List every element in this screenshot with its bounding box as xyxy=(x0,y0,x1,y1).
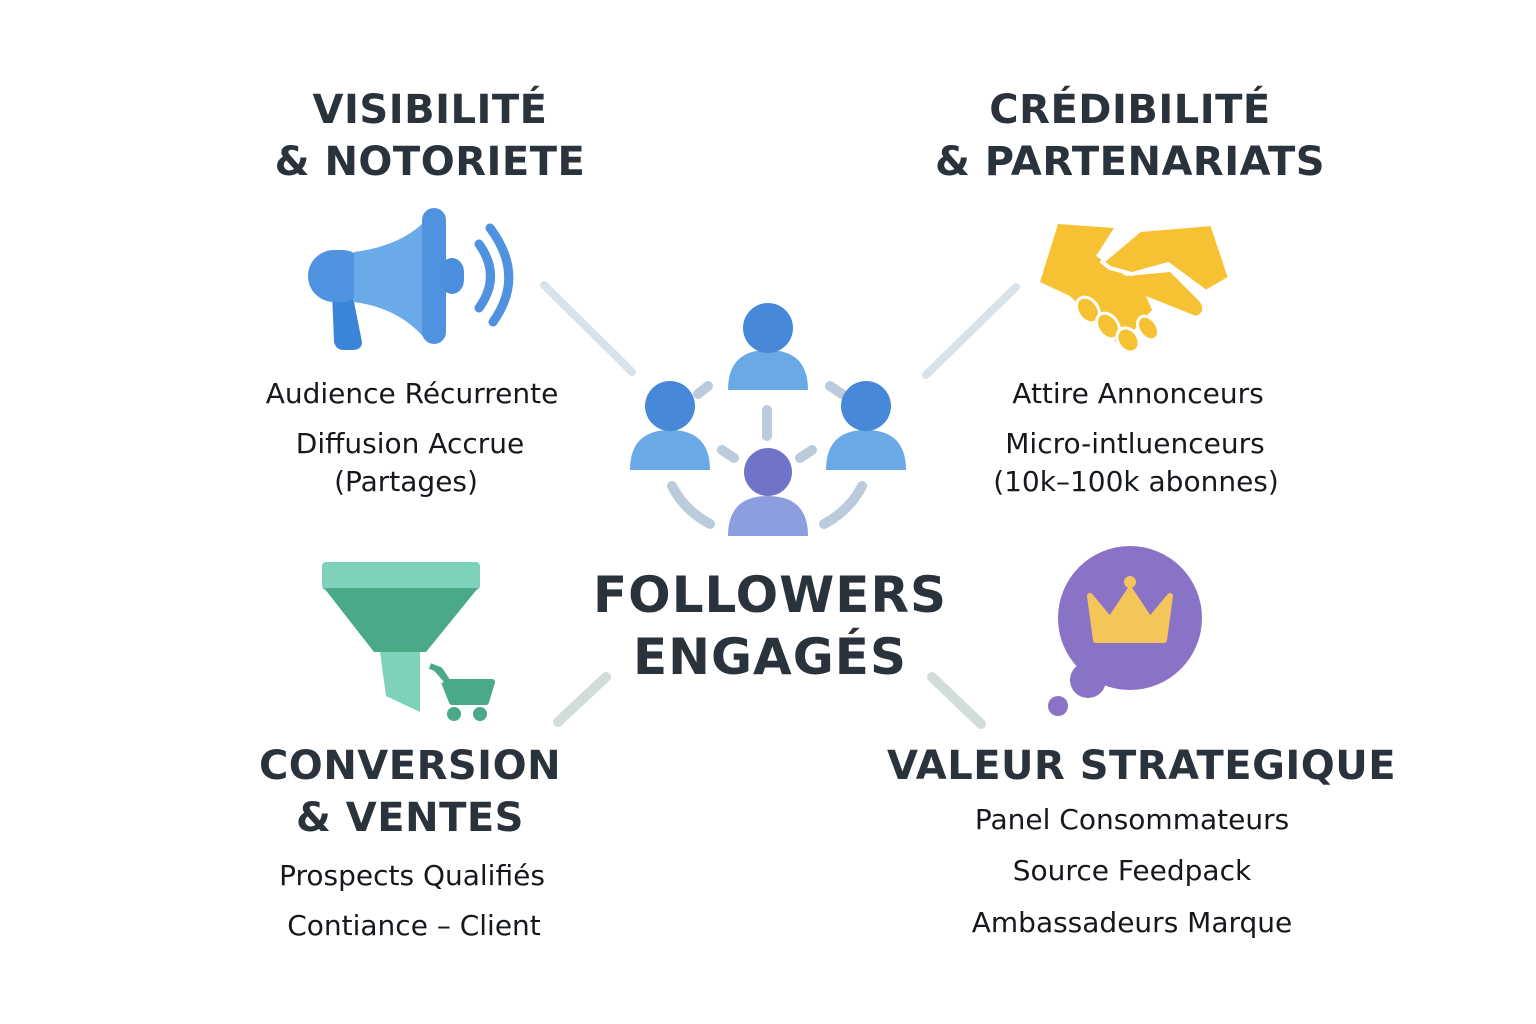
quadrant-title: VALEUR STRATEGIQUE xyxy=(887,740,1397,792)
center-title-line-2: ENGAGÉS xyxy=(633,628,907,686)
title-line-1: CRÉDIBILITÉ xyxy=(989,87,1271,133)
benefit-item: Ambassadeurs Marque xyxy=(971,906,1293,939)
crown-speech-bubble-icon xyxy=(1048,546,1202,716)
funnel-cart-icon xyxy=(322,562,495,721)
benefit-item: Prospects Qualifiés xyxy=(279,859,545,892)
benefit-item: Attire Annonceurs xyxy=(1012,377,1264,410)
people-network-icon xyxy=(630,303,906,536)
benefit-item: (Partages) xyxy=(334,465,478,498)
connector-bottom-right xyxy=(927,672,986,729)
benefit-item: Contiance – Client xyxy=(287,909,541,942)
benefit-item: Panel Consommateurs xyxy=(974,803,1290,836)
handshake-icon xyxy=(1040,222,1232,354)
title-line-2: & VENTES xyxy=(296,795,524,841)
quadrant-title: CONVERSION & VENTES xyxy=(210,740,610,844)
title-line-2: & PARTENARIATS xyxy=(934,139,1326,185)
title-line-2: & NOTORIETE xyxy=(274,139,586,185)
benefit-item: Audience Récurrente xyxy=(265,377,559,410)
connector-top-right xyxy=(922,283,1020,379)
quadrant-title: VISIBILITÉ & NOTORIETE xyxy=(230,84,630,188)
megaphone-icon xyxy=(308,208,514,350)
benefit-item: Micro-intluenceurs xyxy=(1005,427,1265,460)
title-line-1: VISIBILITÉ xyxy=(312,87,548,133)
quadrant-title: CRÉDIBILITÉ & PARTENARIATS xyxy=(920,84,1340,188)
title-line-1: CONVERSION xyxy=(258,743,562,789)
connector-bottom-left xyxy=(553,672,611,727)
benefit-item: Diffusion Accrue xyxy=(295,427,525,460)
center-title: FOLLOWERS ENGAGÉS xyxy=(570,564,970,688)
title-line-1: VALEUR STRATEGIQUE xyxy=(887,743,1397,789)
benefit-item: (10k–100k abonnes) xyxy=(993,465,1279,498)
center-title-line-1: FOLLOWERS xyxy=(593,566,947,624)
connector-top-left xyxy=(540,281,636,376)
benefit-item: Source Feedpack xyxy=(1012,854,1252,887)
